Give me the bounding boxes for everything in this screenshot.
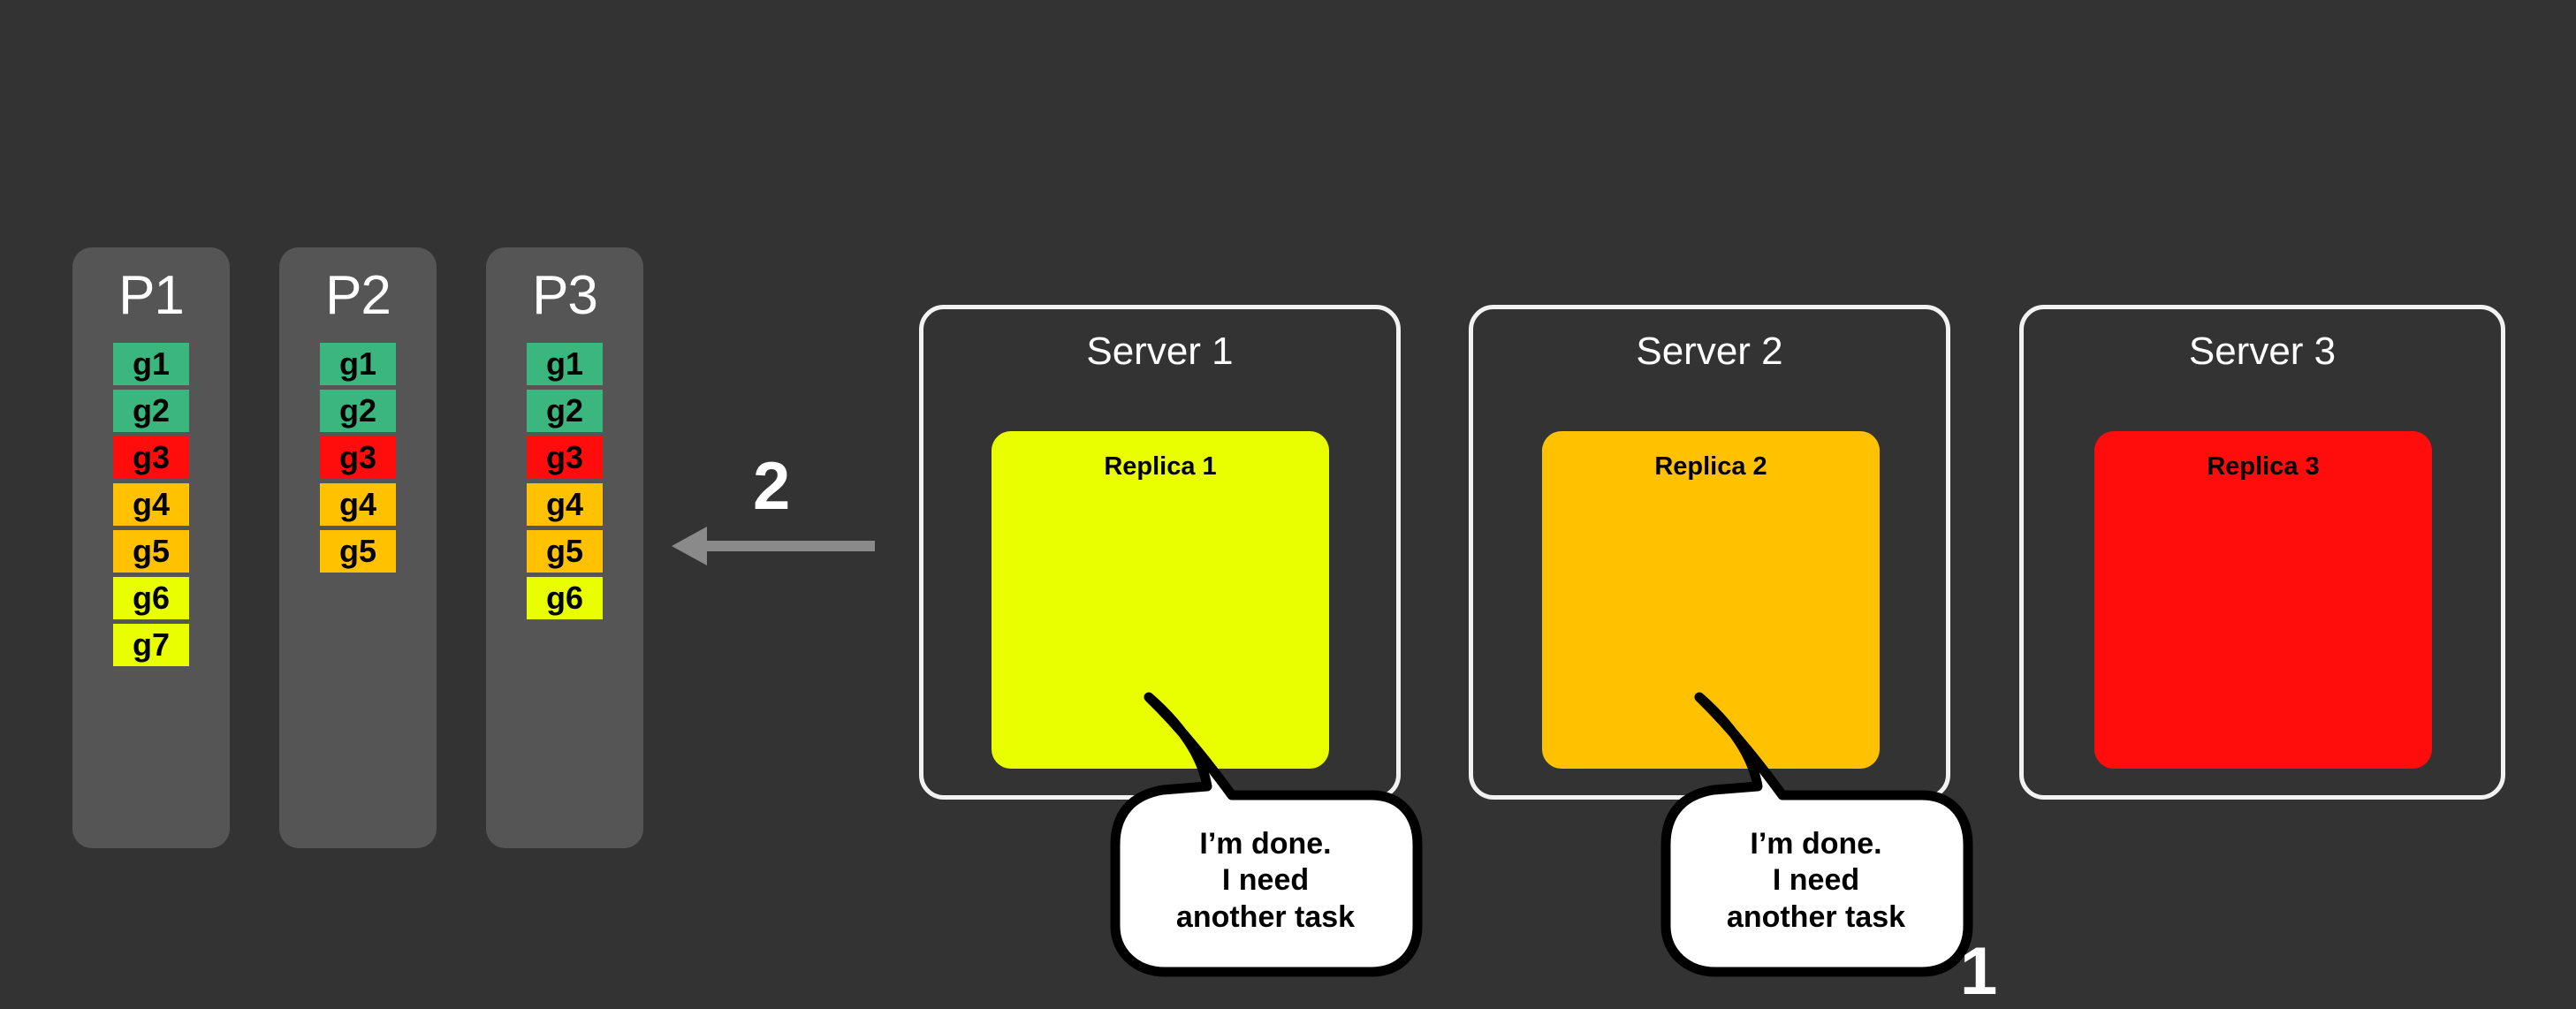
task-slot[interactable]: g2 [113,390,189,432]
task-slot[interactable]: g1 [113,343,189,385]
replica-1-label: Replica 1 [1104,452,1217,481]
server-2-title: Server 2 [1636,330,1783,373]
partition-p3-title: P3 [532,265,598,326]
speech-bubble-server-1-text: I’m done. I need another task [1175,827,1356,934]
step-number-1: 1 [1960,934,1998,1009]
task-slot[interactable]: g2 [527,390,603,432]
task-slot[interactable]: g6 [527,577,603,619]
task-slot[interactable]: g5 [527,530,603,573]
partition-p1: P1 g1 g2 g3 g4 g5 g6 g7 [72,247,230,848]
server-3-title: Server 3 [2188,330,2337,373]
partition-p1-title: P1 [118,265,185,326]
arrow-left-icon [672,527,875,565]
server-1-title: Server 1 [1086,330,1234,373]
speech-bubble-server-2: I’m done. I need another task [1657,680,1975,981]
step-number-2: 2 [753,449,791,524]
speech-bubble-shape [1110,692,1423,977]
task-slot[interactable]: g5 [320,530,396,573]
task-slot[interactable]: g7 [113,624,189,666]
partition-p2-title: P2 [325,265,391,326]
task-slot[interactable]: g2 [320,390,396,432]
task-slot[interactable]: g4 [113,483,189,526]
task-slot[interactable]: g3 [320,436,396,479]
flow-arrow-left [672,521,875,571]
task-slot[interactable]: g4 [320,483,396,526]
replica-3-label: Replica 3 [2207,452,2320,481]
partition-p2-slot-list: g1 g2 g3 g4 g5 [279,343,437,573]
server-3-box: Server 3 [2019,305,2505,800]
speech-bubble-shape [1660,692,1973,977]
speech-bubble-server-2-text: I’m done. I need another task [1726,827,1906,934]
partition-p2: P2 g1 g2 g3 g4 g5 [279,247,437,848]
task-slot[interactable]: g5 [113,530,189,573]
task-slot[interactable]: g1 [320,343,396,385]
replica-2-label: Replica 2 [1654,452,1767,481]
replica-3-box[interactable]: Replica 3 [2094,431,2432,769]
partition-p3-slot-list: g1 g2 g3 g4 g5 g6 [486,343,643,619]
speech-bubble-server-1: I’m done. I need another task [1106,680,1425,981]
task-slot[interactable]: g1 [527,343,603,385]
task-slot[interactable]: g4 [527,483,603,526]
partition-p3: P3 g1 g2 g3 g4 g5 g6 [486,247,643,848]
task-slot[interactable]: g6 [113,577,189,619]
task-slot[interactable]: g3 [527,436,603,479]
partition-p1-slot-list: g1 g2 g3 g4 g5 g6 g7 [72,343,230,666]
task-slot[interactable]: g3 [113,436,189,479]
